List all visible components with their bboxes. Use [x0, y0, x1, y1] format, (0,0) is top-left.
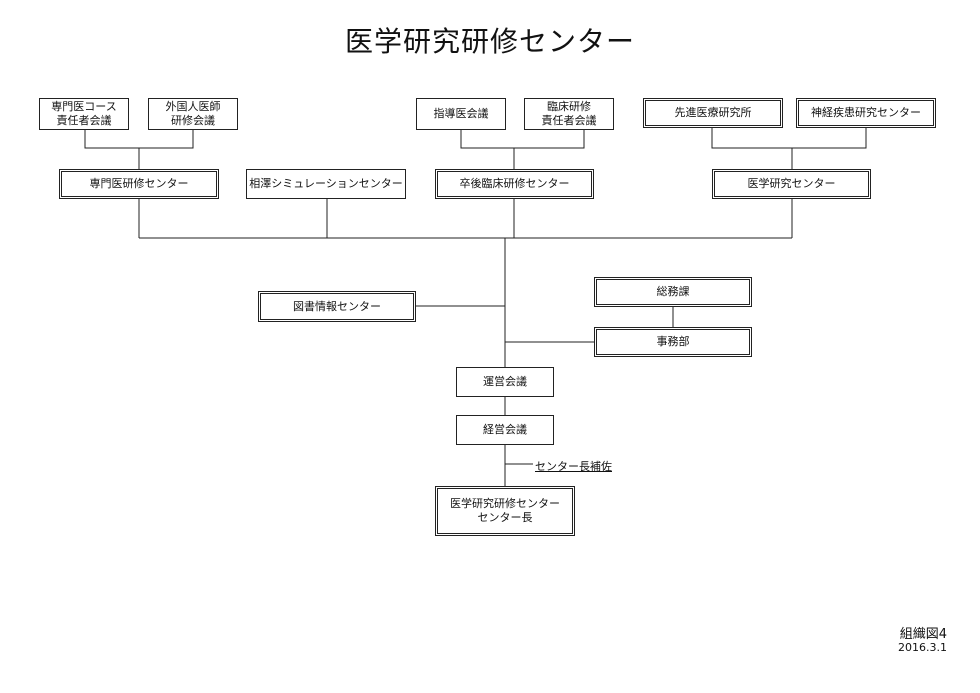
page-title: 医学研究研修センター [344, 25, 635, 58]
aizawa-simulation-center-box: 相澤シミュレーションセンター [246, 169, 406, 199]
document-id: 組織図4 [899, 627, 947, 642]
foreign-doctor-training-council-box: 外国人医師 研修会議 [148, 98, 238, 130]
director-assistant-label: センター長補佐 [535, 460, 612, 473]
advanced-medicine-institute-box: 先進医療研究所 [643, 98, 783, 128]
operations-council-box: 運営会議 [456, 367, 554, 397]
administration-department-box: 事務部 [594, 327, 752, 357]
neurological-disease-center-box: 神経疾患研究センター [796, 98, 936, 128]
supervising-doctor-council-box: 指導医会議 [416, 98, 506, 130]
specialist-training-center-box: 専門医研修センター [59, 169, 219, 199]
medical-research-center-box: 医学研究センター [712, 169, 871, 199]
general-affairs-section-box: 総務課 [594, 277, 752, 307]
center-director-box: 医学研究研修センター センター長 [435, 486, 575, 536]
document-date: 2016.3.1 [898, 641, 947, 654]
management-council-box: 経営会議 [456, 415, 554, 445]
postgraduate-clinical-training-center-box: 卒後臨床研修センター [435, 169, 594, 199]
library-information-center-box: 図書情報センター [258, 291, 416, 322]
clinical-training-council-box: 臨床研修 責任者会議 [524, 98, 614, 130]
senmon-course-council-box: 専門医コース 責任者会議 [39, 98, 129, 130]
